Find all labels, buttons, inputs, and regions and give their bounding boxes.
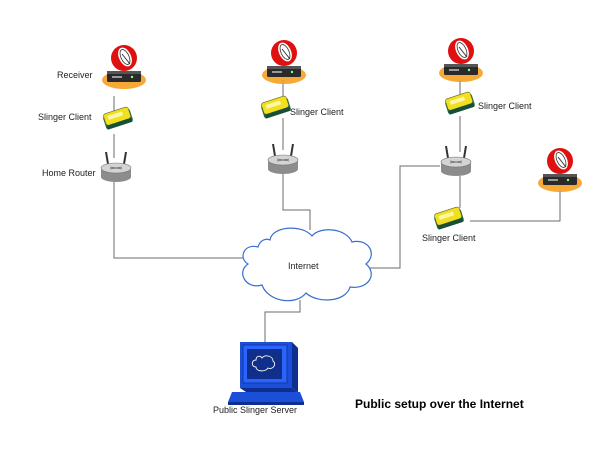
- receiver-middle: [261, 39, 307, 85]
- home-router: Home Router: [42, 151, 132, 183]
- receiver-right: [438, 37, 484, 83]
- receiver-far-right: [537, 147, 583, 193]
- slinger-client-label-middle: Slinger Client: [290, 107, 344, 117]
- diagram-title: Public setup over the Internet: [355, 397, 524, 411]
- internet-label: Internet: [288, 261, 319, 271]
- satellite-dish-icon: [438, 37, 484, 83]
- slinger-client-label-left: Slinger Client: [38, 112, 92, 122]
- slinger-client-right-bottom: Slinger Client: [422, 205, 476, 243]
- cloud-icon: [242, 227, 372, 302]
- server-terminal-icon: [228, 342, 304, 405]
- satellite-dish-icon: [537, 147, 583, 193]
- slinger-client-icon: [443, 90, 476, 116]
- receiver-label: Receiver: [57, 70, 93, 80]
- receiver-left: Receiver: [57, 44, 147, 90]
- router-icon: [100, 151, 132, 183]
- public-slinger-server: Public Slinger Server: [213, 342, 304, 415]
- slinger-client-label-right-bottom: Slinger Client: [422, 233, 476, 243]
- slinger-client-right-top: Slinger Client: [443, 90, 532, 116]
- public-server-label: Public Slinger Server: [213, 405, 297, 415]
- satellite-dish-icon: [261, 39, 307, 85]
- connection-lines: [113, 80, 561, 342]
- satellite-dish-icon: [101, 44, 147, 90]
- slinger-client-icon: [101, 105, 134, 131]
- slinger-client-left: Slinger Client: [38, 105, 134, 131]
- home-router-label: Home Router: [42, 168, 96, 178]
- router-icon: [440, 145, 472, 177]
- slinger-client-middle: Slinger Client: [259, 94, 344, 120]
- slinger-client-label-right-top: Slinger Client: [478, 101, 532, 111]
- slinger-client-icon: [432, 205, 465, 231]
- slinger-client-icon: [259, 94, 292, 120]
- internet-cloud: Internet: [242, 227, 372, 302]
- router-right: [440, 145, 472, 177]
